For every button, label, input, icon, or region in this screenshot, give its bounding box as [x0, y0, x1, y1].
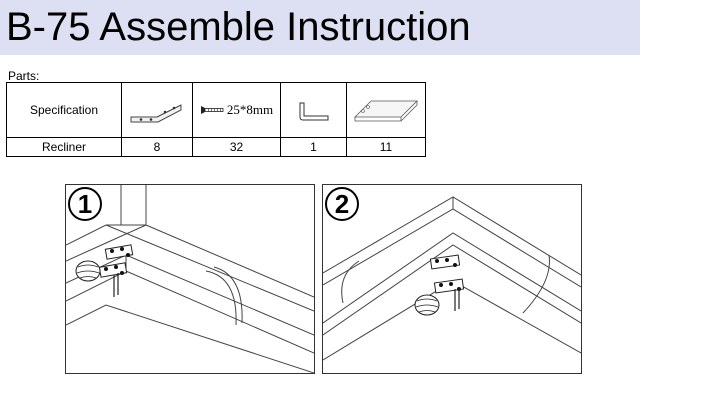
- screw-size-label: 25*8mm: [226, 101, 274, 117]
- quantity-hex-key: 1: [280, 136, 347, 158]
- hex-key-cell: [280, 82, 347, 138]
- step-1-illustration: 1: [65, 184, 315, 374]
- page-title: B-75 Assemble Instruction: [6, 5, 471, 49]
- title-bar: B-75 Assemble Instruction: [0, 0, 640, 55]
- quantity-slats: 11: [346, 136, 426, 158]
- step-2-drawing: [323, 196, 581, 361]
- recliner-slat-icon: [354, 100, 418, 122]
- quantity-brackets: 8: [121, 136, 193, 158]
- quantity-screws: 32: [192, 136, 281, 158]
- slat-cell: [346, 82, 426, 138]
- parts-table: Specification 25*8mm: [6, 82, 426, 158]
- step-1-number: 1: [68, 187, 102, 221]
- step-2-illustration: 2: [322, 184, 582, 374]
- corner-bracket-icon: [130, 104, 182, 123]
- screw-cell: 25*8mm: [192, 82, 281, 138]
- step-2-number: 2: [325, 187, 359, 221]
- bracket-cell: [121, 82, 193, 138]
- hex-key-icon: [299, 102, 328, 121]
- specification-header: Specification: [6, 82, 122, 138]
- part-name-cell: Recliner: [6, 136, 122, 158]
- screw-icon: [200, 105, 224, 114]
- parts-label: Parts:: [8, 69, 40, 83]
- step-1-drawing: [66, 185, 314, 373]
